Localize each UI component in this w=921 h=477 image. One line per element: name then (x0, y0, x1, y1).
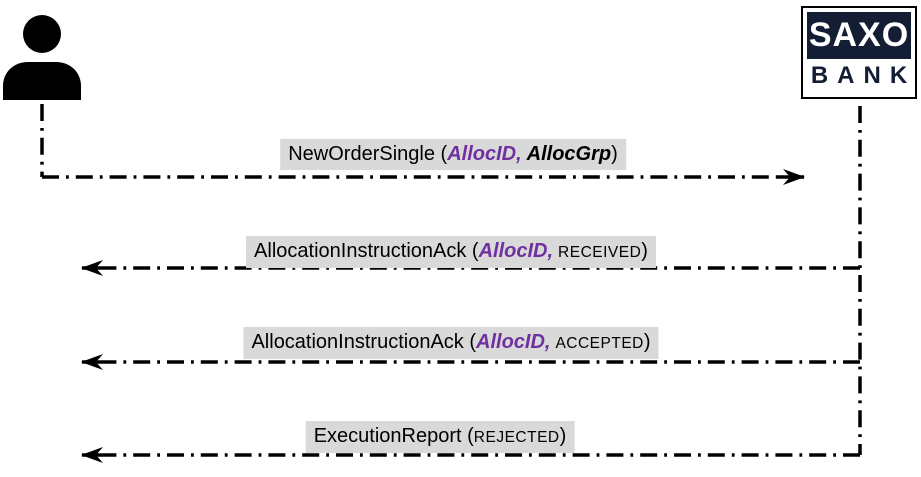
saxo-bank-logo: SAXO BANK (801, 6, 917, 99)
message-close-paren: ) (643, 331, 651, 353)
message-name: NewOrderSingle (288, 143, 435, 165)
message-close-paren: ) (641, 240, 648, 262)
message-param-allocgrp: AllocGrp (526, 143, 612, 165)
person-head (23, 15, 61, 53)
message-label-execution-report-rejected: ExecutionReport (REJECTED) (305, 421, 575, 453)
message-param-allocid: AllocID, (447, 143, 522, 165)
message-param-allocid: AllocID, (478, 240, 554, 262)
message-name: ExecutionReport (313, 425, 462, 447)
message-status: REJECTED (473, 429, 560, 446)
message-open-paren: ( (466, 240, 479, 262)
message-name: AllocationInstructionAck (254, 240, 467, 262)
message-label-new-order-single: NewOrderSingle (AllocID,AllocGrp) (280, 139, 626, 170)
person-body (3, 62, 81, 100)
message-close-paren: ) (611, 143, 618, 165)
message-close-paren: ) (559, 425, 567, 447)
message-label-allocation-instruction-ack-received: AllocationInstructionAck (AllocID,RECEIV… (246, 236, 656, 268)
message-open-paren: ( (461, 425, 474, 447)
saxo-logo-wordmark: SAXO (807, 12, 911, 59)
message-label-allocation-instruction-ack-accepted: AllocationInstructionAck (AllocID,ACCEPT… (243, 327, 659, 359)
bank-logo-wordmark: BANK (810, 62, 917, 89)
message-param-allocid: AllocID, (476, 331, 551, 353)
message-open-paren: ( (463, 331, 477, 353)
person-icon (3, 15, 81, 100)
message-status: RECEIVED (558, 244, 642, 261)
message-status: ACCEPTED (555, 335, 644, 352)
message-open-paren: ( (434, 143, 448, 165)
message-name: AllocationInstructionAck (251, 331, 464, 353)
